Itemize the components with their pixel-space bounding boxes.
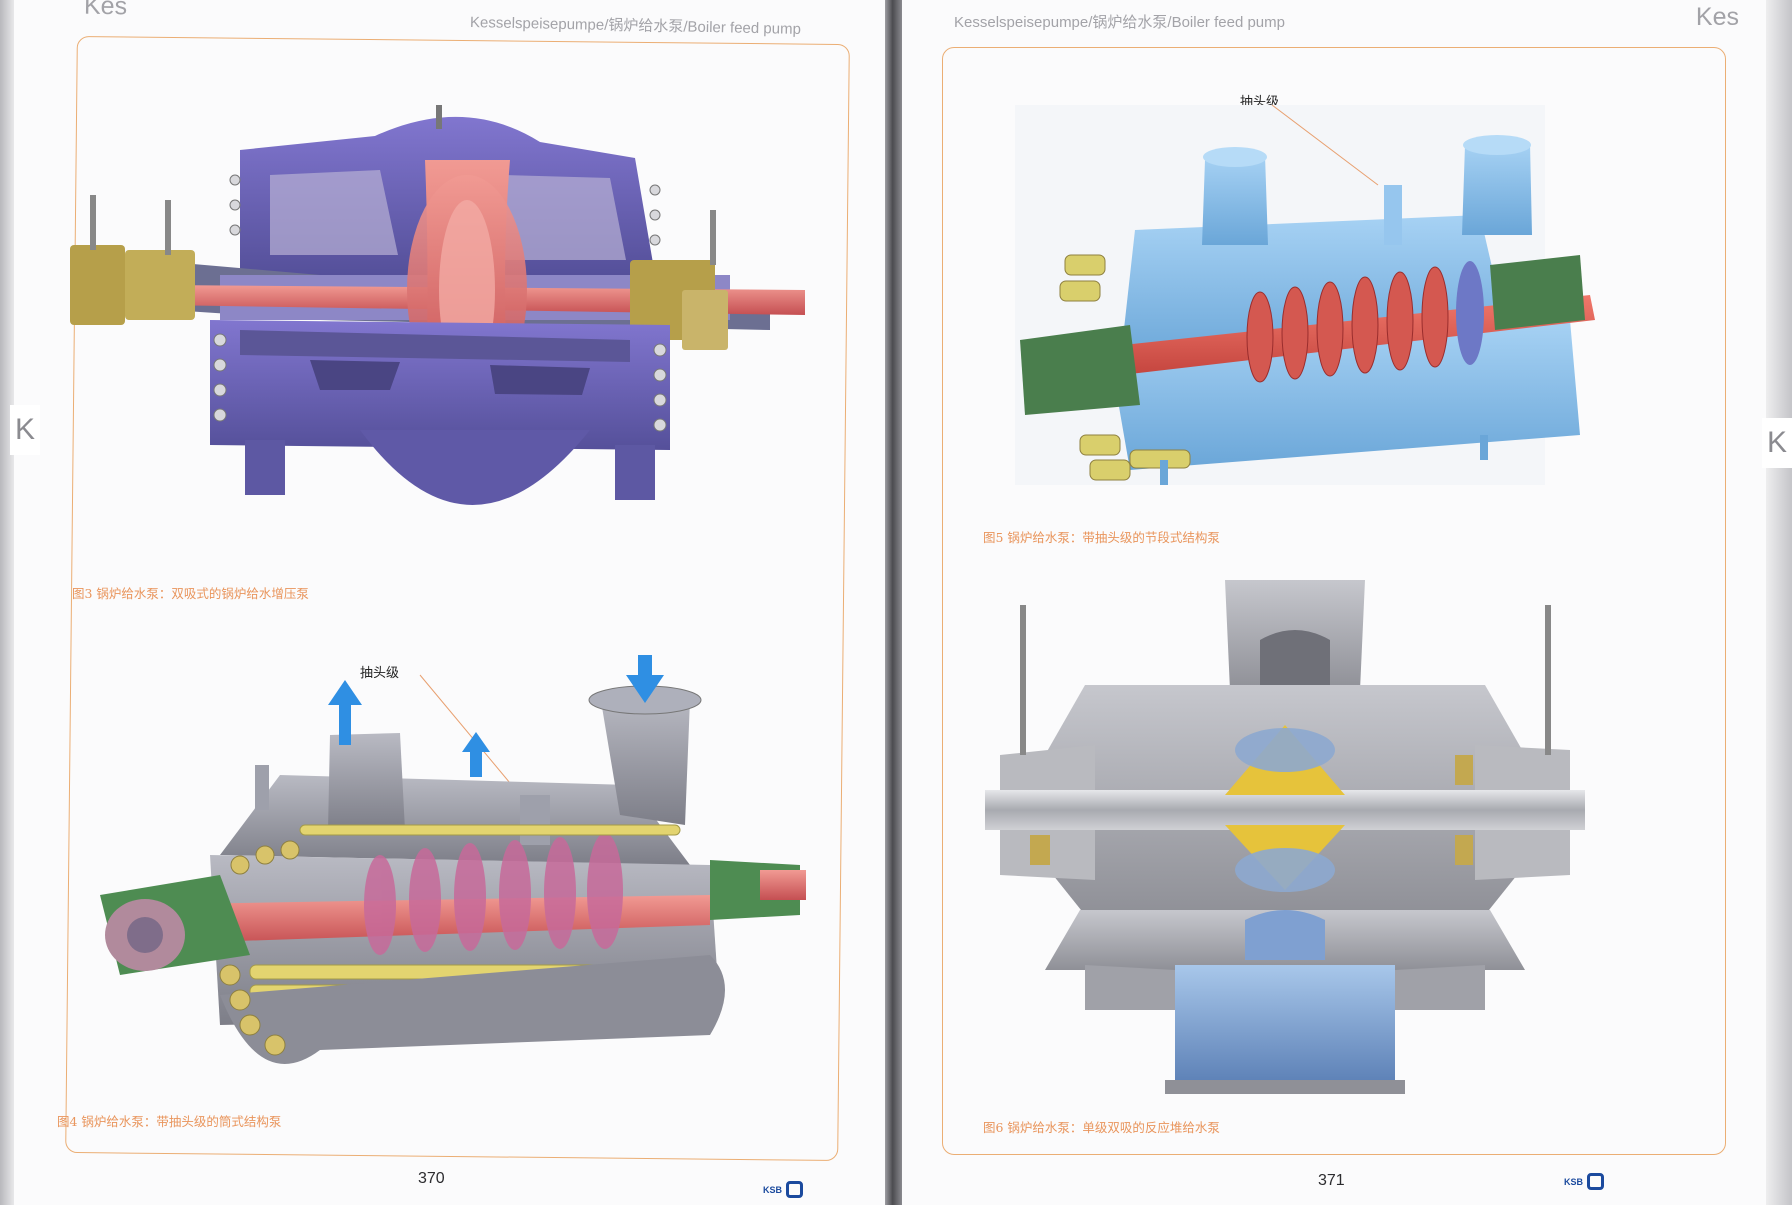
figure-6-illustration (985, 580, 1585, 1094)
ksb-logo: KSB (1564, 1173, 1605, 1190)
page-edge-shadow (0, 0, 14, 1205)
figure-6-caption: 图6 锅炉给水泵：单级双吸的反应堆给水泵 (983, 1120, 1220, 1135)
figure-3-illustration (70, 105, 805, 505)
ksb-logo-text: KSB (763, 1184, 783, 1195)
figure-5-caption: 图5 锅炉给水泵：带抽头级的节段式结构泵 (983, 530, 1220, 545)
running-header: Kesselspeisepumpe/锅炉给水泵/Boiler feed pump (954, 14, 1285, 31)
running-header: Kesselspeisepumpe/锅炉给水泵/Boiler feed pump (469, 14, 802, 38)
ksb-logo: KSB (763, 1181, 804, 1198)
brand-mark: Kes (1695, 3, 1739, 31)
content-frame (942, 47, 1726, 1155)
section-tab: K (1762, 418, 1792, 468)
page-number: 370 (418, 1170, 445, 1187)
figure-4-label: 抽头级 (360, 666, 400, 681)
figure-4-caption: 图4 锅炉给水泵：带抽头级的筒式结构泵 (57, 1114, 282, 1129)
right-page: Kesselspeisepumpe/锅炉给水泵/Boiler feed pump… (902, 0, 1792, 1205)
ksb-logo-icon (1587, 1173, 1605, 1190)
ksb-logo-text: KSB (1564, 1176, 1584, 1187)
page-edge-shadow (1766, 0, 1792, 1205)
brand-mark: Kes (83, 0, 128, 21)
figure-5-leader-line (1271, 105, 1379, 186)
left-page: Kes Kesselspeisepumpe/锅炉给水泵/Boiler feed … (0, 0, 885, 1205)
section-tab: K (10, 405, 40, 455)
figure-5-illustration (1015, 105, 1595, 485)
figure-4-illustration (100, 655, 806, 1064)
ksb-logo-icon (786, 1181, 804, 1198)
figure-3-caption: 图3 锅炉给水泵：双吸式的锅炉给水增压泵 (72, 586, 309, 601)
figure-4-leader-line (419, 674, 521, 796)
page-number: 371 (1318, 1172, 1345, 1189)
book-gutter (885, 0, 902, 1205)
